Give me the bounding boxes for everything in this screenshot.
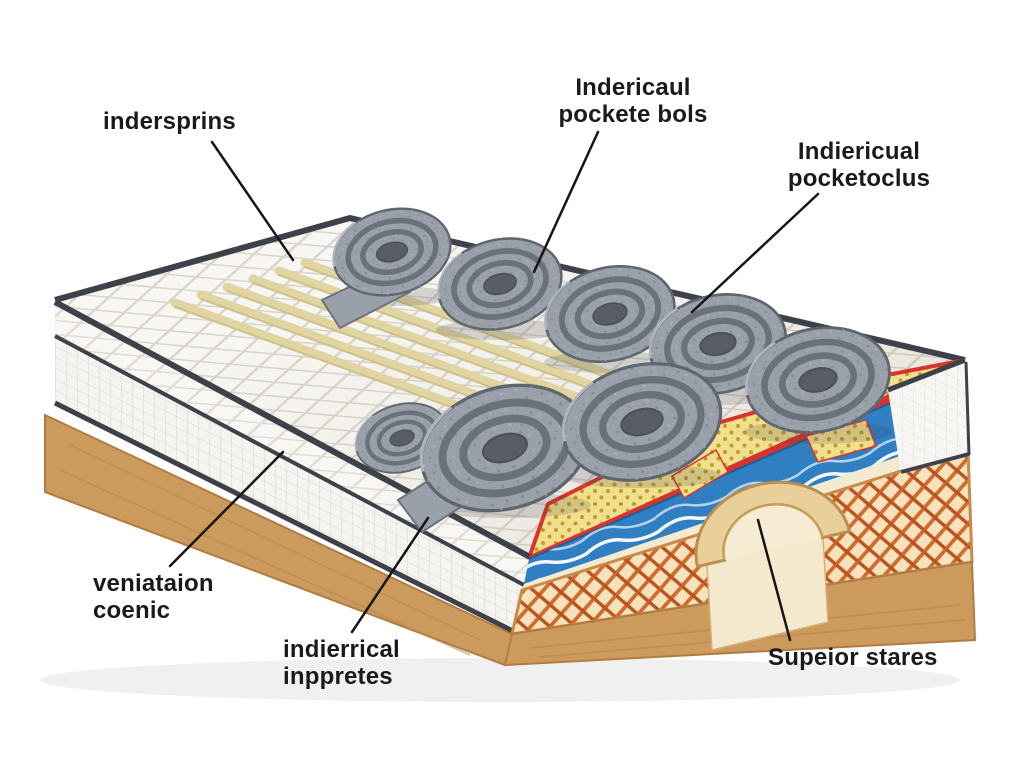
- corner-piping-right: [964, 361, 971, 456]
- felt-rolls: [320, 197, 899, 532]
- callout-inner-layers-line2: inppretes: [283, 663, 393, 690]
- side-grid-pattern: [55, 338, 524, 631]
- callout-ventilation-core: veniataion coenic: [93, 570, 214, 624]
- corner-grid: [888, 360, 969, 474]
- callout-inner-layers-line1: indierrical: [283, 636, 400, 663]
- callout-innersprings-text: indersprins: [103, 108, 236, 135]
- arch-opening-edge: [722, 503, 824, 561]
- callout-pocket-coils-top-line1: Indericaul: [575, 74, 691, 101]
- corner-piping-top: [887, 357, 966, 393]
- ventilation-arch: [694, 480, 852, 569]
- callout-pocket-coils-top-line2: pockete bols: [558, 101, 708, 128]
- callout-ventilation-core-line2: coenic: [93, 597, 171, 624]
- foam-patch-left: [670, 448, 730, 500]
- callout-ventilation-core-line1: veniataion: [93, 570, 214, 597]
- piping-mid: [54, 334, 525, 587]
- leader-lines: [168, 130, 820, 642]
- callout-support-layers-text: Supeior stares: [768, 644, 938, 671]
- leader-innersprings: [210, 140, 295, 262]
- leader-pocket-coils-top: [532, 130, 600, 274]
- leader-inner-layers: [350, 516, 430, 634]
- callout-pocket-coils-top: Indericaul pockete bols: [543, 74, 723, 128]
- corner-wedge: [887, 357, 971, 474]
- piping-bottom: [53, 400, 515, 634]
- floor-shadow: [40, 658, 960, 702]
- leader-ventilation-core: [168, 450, 285, 568]
- callout-pocket-coils-right-line2: pocketoclus: [787, 165, 931, 192]
- leader-pocket-coils-right: [690, 192, 820, 314]
- leader-support-layers: [756, 518, 792, 642]
- piping-top: [53, 299, 532, 560]
- callout-inner-layers: indierrical inppretes: [283, 636, 400, 690]
- wood-grain-left: [59, 444, 481, 656]
- callout-innersprings: indersprins: [103, 108, 236, 135]
- callout-pocket-coils-right-line1: Indiericual: [797, 138, 921, 165]
- callout-support-layers: Supeior stares: [768, 644, 938, 671]
- callout-pocket-coils-right: Indiericual pocketoclus: [775, 138, 943, 192]
- arch-opening: [723, 504, 823, 561]
- corner-piping-bottom: [900, 452, 970, 474]
